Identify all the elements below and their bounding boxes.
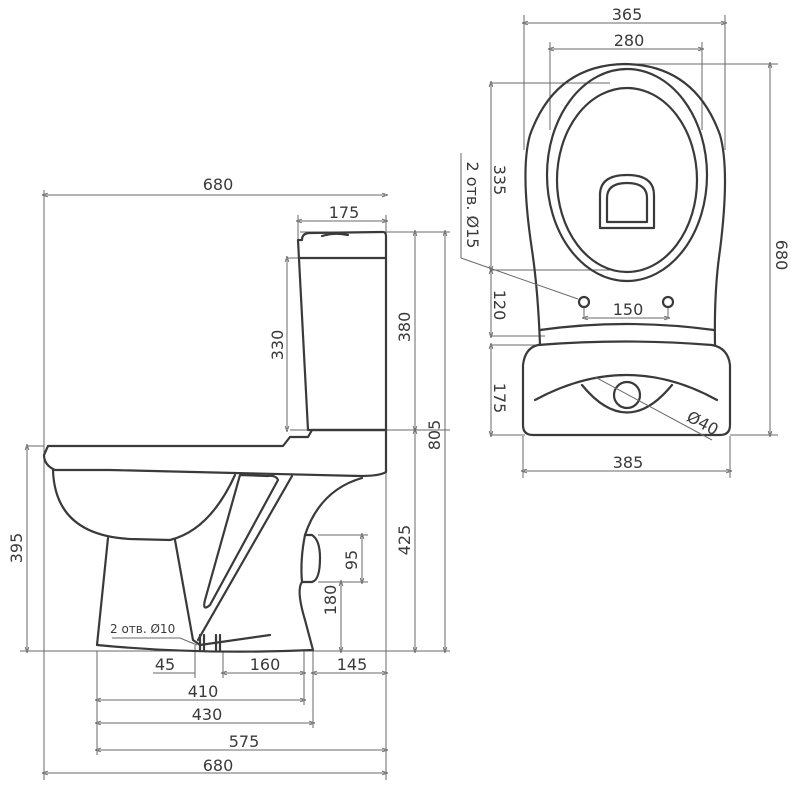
dim-410: 410 (188, 682, 219, 701)
dim-175: 175 (329, 203, 360, 222)
holes-leader-d15 (460, 153, 579, 300)
dim-45: 45 (155, 655, 175, 674)
dim-380: 380 (395, 312, 414, 343)
trap-channel (196, 473, 294, 642)
bowl-rim (42, 428, 388, 478)
pedestal (95, 536, 315, 653)
dim-280: 280 (614, 31, 645, 50)
dim-330: 330 (268, 330, 287, 361)
fixing-hole-right (661, 295, 675, 309)
dim-575: 575 (229, 732, 260, 751)
holes-leader (112, 637, 198, 646)
bowl-outline (524, 62, 727, 347)
tank-outline (521, 340, 732, 437)
dim-120: 120 (490, 290, 509, 321)
dim-365: 365 (612, 5, 643, 24)
dim-145: 145 (337, 655, 368, 674)
dim-180: 180 (321, 585, 340, 616)
rear-edge (538, 322, 716, 332)
dim-160: 160 (250, 655, 281, 674)
dim-385: 385 (613, 453, 644, 472)
dim-430: 430 (192, 705, 223, 724)
dim-680-top: 680 (203, 175, 234, 194)
dim-335: 335 (490, 165, 509, 196)
outlet (300, 533, 322, 584)
holes-note-d10: 2 отв. Ø10 (110, 622, 175, 636)
rear-body (303, 476, 364, 537)
dim-425: 425 (395, 525, 414, 556)
side-view: 2 отв. Ø10 680 175 330 380 805 395 425 9… (7, 175, 450, 780)
dim-395: 395 (7, 533, 26, 564)
dim-680-top-view: 680 (772, 240, 791, 271)
top-extension-lines (490, 15, 778, 478)
flush-button (320, 232, 350, 238)
dim-175-top: 175 (490, 383, 509, 414)
fixing-hole-left (577, 295, 591, 309)
bowl (51, 468, 237, 542)
holes-note-d15: 2 отв. Ø15 (463, 162, 482, 249)
dim-680-bottom: 680 (203, 756, 234, 775)
button-leader (594, 376, 713, 441)
seat-outer (545, 67, 709, 283)
top-view: Ø40 2 отв. Ø15 365 280 680 335 120 175 1… (460, 5, 791, 478)
fixing-pins (198, 633, 222, 652)
tank-arc-upper (533, 374, 719, 402)
flush-button-circle (612, 380, 642, 410)
dim-805: 805 (425, 420, 444, 451)
dim-95: 95 (342, 550, 361, 570)
dim-150: 150 (613, 300, 644, 319)
seat-inner (555, 86, 699, 274)
tank-arc-lower (580, 383, 674, 414)
tank (296, 230, 388, 432)
drain-opening (598, 173, 656, 230)
